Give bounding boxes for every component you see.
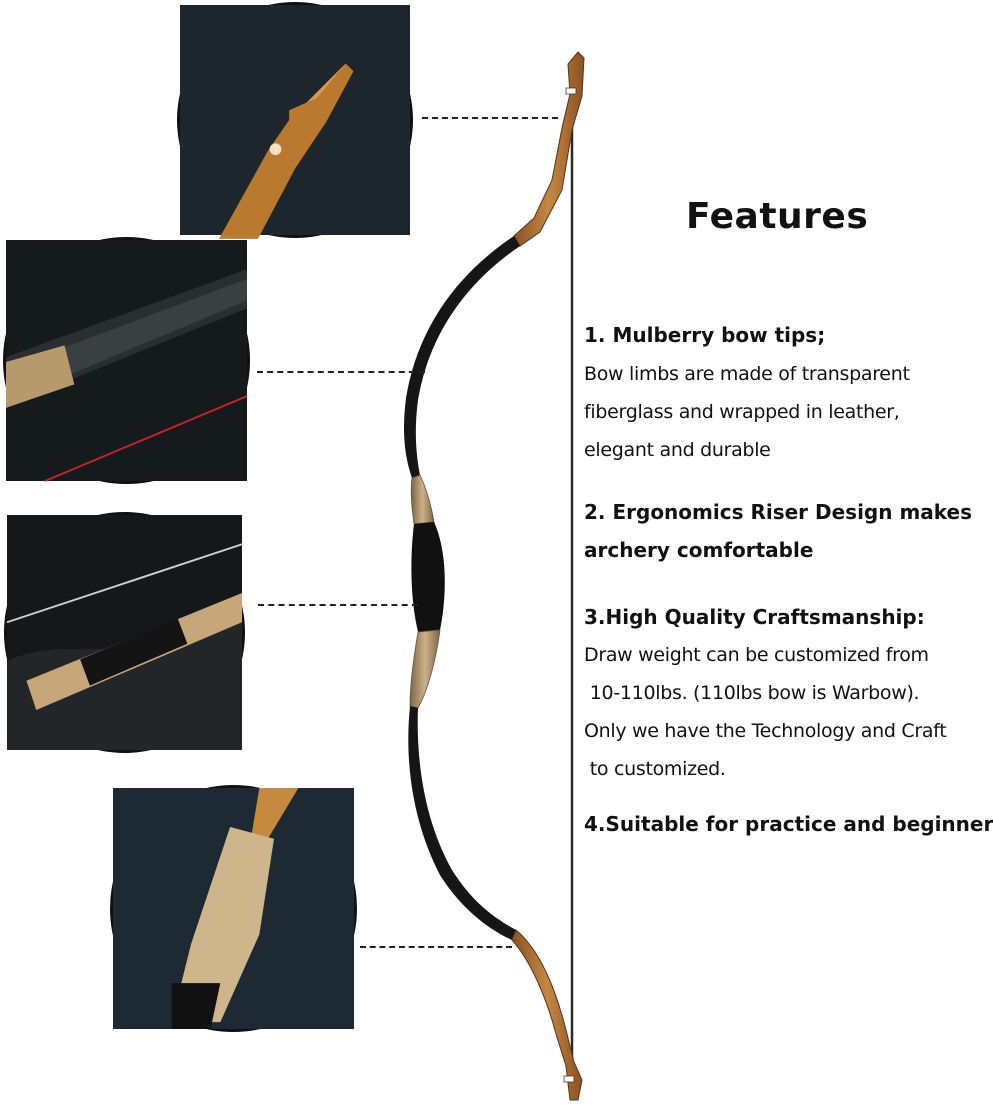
connector-wrap <box>360 946 512 948</box>
feature-2-heading-line-2: archery comfortable <box>584 538 814 562</box>
connector-riser <box>258 604 418 606</box>
feature-3-desc-line-1: Draw weight can be customized from <box>584 644 929 666</box>
upper-limb-leather <box>404 236 520 478</box>
lower-nock <box>563 1075 575 1083</box>
recurve-bow-illustration <box>404 51 585 1101</box>
lower-bow-tip <box>511 929 583 1101</box>
feature-1-heading: 1. Mulberry bow tips; <box>584 323 826 347</box>
upper-riser-wrap <box>410 474 435 525</box>
feature-4-heading: 4.Suitable for practice and beginner <box>584 812 993 836</box>
feature-1-desc-line-1: Bow limbs are made of transparent <box>584 363 910 385</box>
feature-3-desc-line-3: Only we have the Technology and Craft <box>584 720 947 742</box>
detail-circle-tip <box>177 2 413 239</box>
lower-limb-leather <box>408 706 516 940</box>
lower-riser-wrap <box>409 629 441 709</box>
feature-2-heading-line-1: 2. Ergonomics Riser Design makes <box>584 500 973 524</box>
detail-circle-wrap <box>110 785 357 1032</box>
leather-limb-closeup-icon <box>6 240 248 482</box>
feature-3-desc-line-2: 10-110lbs. (110lbs bow is Warbow). <box>584 682 920 704</box>
feature-3-desc-line-4: to customized. <box>584 758 726 780</box>
feature-1-desc-line-3: elegant and durable <box>584 439 771 461</box>
detail-circle-limb <box>3 237 250 484</box>
connector-tip <box>422 117 558 119</box>
connector-limb <box>257 371 425 373</box>
bow-tip-closeup-icon <box>180 5 410 239</box>
upper-nock <box>565 87 577 95</box>
feature-1-desc-line-2: fiberglass and wrapped in leather, <box>584 401 900 423</box>
detail-circle-riser <box>4 512 245 753</box>
upper-bow-tip <box>513 51 585 247</box>
features-title: Features <box>686 196 869 237</box>
grip-leather <box>411 522 445 632</box>
string-wrap-closeup-icon <box>113 788 354 1029</box>
riser-grip-closeup-icon <box>6 515 243 750</box>
feature-3-heading: 3.High Quality Craftsmanship: <box>584 605 925 629</box>
